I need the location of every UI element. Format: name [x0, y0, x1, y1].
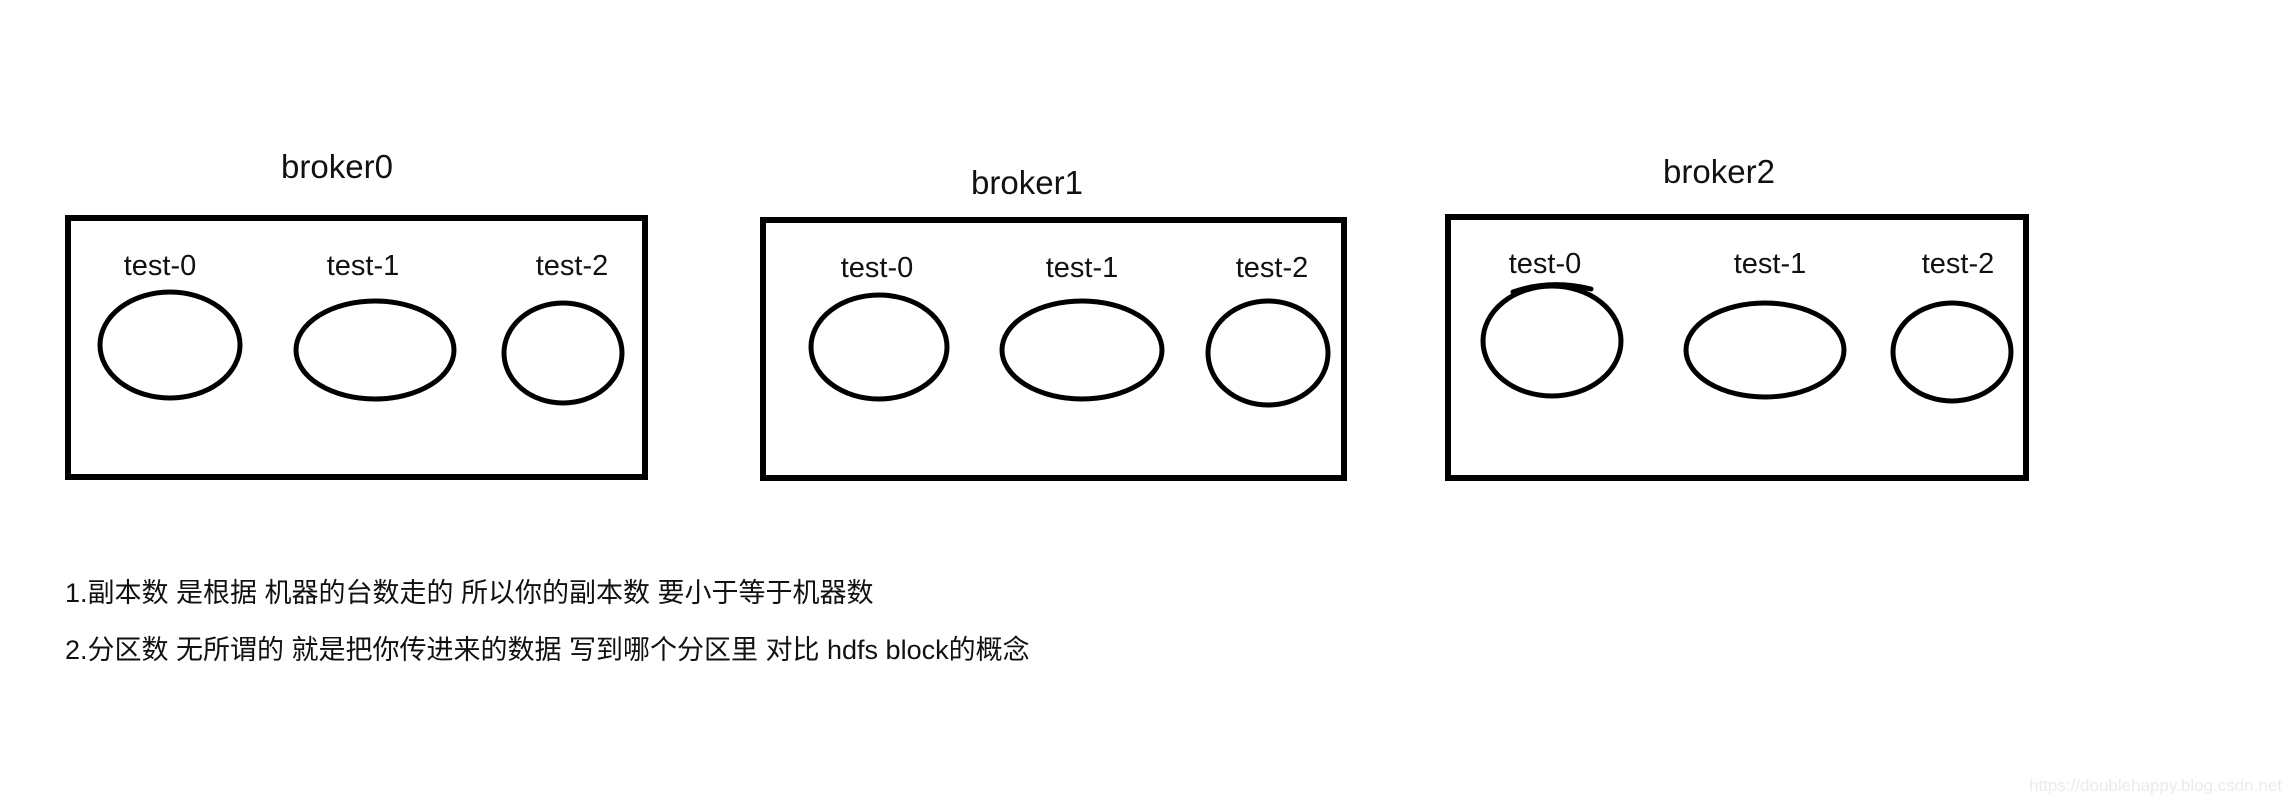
broker2-partition1-label: test-1: [1734, 248, 1807, 280]
broker0-box: [65, 215, 648, 480]
broker0-partition1-ellipse: [293, 298, 457, 402]
broker1-partition0-ellipse: [808, 292, 950, 402]
broker2-title: broker2: [1663, 153, 1775, 190]
broker1-partition2-label: test-2: [1236, 252, 1309, 284]
broker0-partition0-ellipse: [97, 289, 243, 401]
broker2-partition2-ellipse: [1890, 300, 2014, 404]
broker2-partition1-ellipse: [1683, 300, 1847, 400]
broker1-partition0-label: test-0: [841, 252, 914, 284]
broker2-partition0-label: test-0: [1509, 248, 1582, 280]
broker1-box: [760, 217, 1347, 481]
broker1-partition2-ellipse: [1205, 298, 1331, 408]
broker1-title: broker1: [971, 164, 1083, 201]
broker0-title: broker0: [281, 148, 393, 185]
note-line-1: 1.副本数 是根据 机器的台数走的 所以你的副本数 要小于等于机器数: [65, 578, 874, 608]
watermark-url: https://doublehappy.blog.csdn.net: [2029, 776, 2282, 795]
broker1-partition1-label: test-1: [1046, 252, 1119, 284]
broker2-partition2-label: test-2: [1922, 248, 1995, 280]
broker0-partition2-ellipse: [501, 300, 625, 406]
broker0-partition2-label: test-2: [536, 250, 609, 282]
pen-scribble: [1510, 282, 1594, 295]
broker1-partition1-ellipse: [999, 298, 1165, 402]
broker0-partition0-label: test-0: [124, 250, 197, 282]
note-line-2: 2.分区数 无所谓的 就是把你传进来的数据 写到哪个分区里 对比 hdfs bl…: [65, 635, 1030, 665]
broker2-box: [1445, 214, 2029, 481]
broker0-partition1-label: test-1: [327, 250, 400, 282]
